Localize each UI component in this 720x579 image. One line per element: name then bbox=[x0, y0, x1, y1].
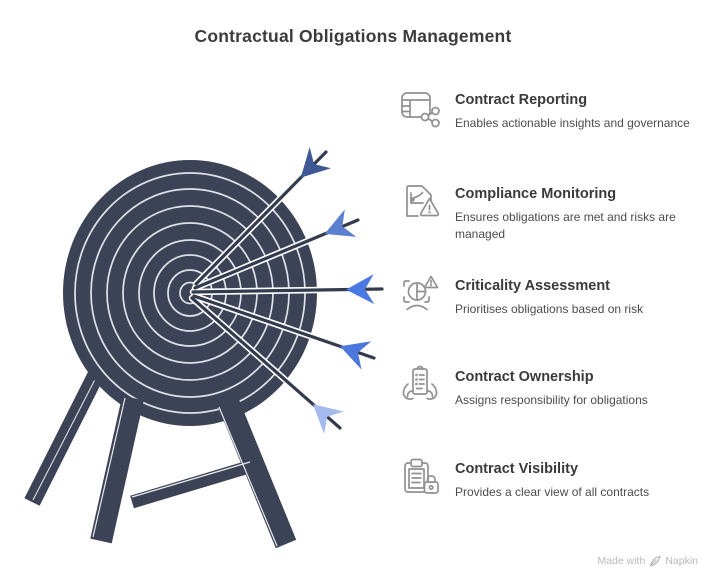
page-title: Contractual Obligations Management bbox=[194, 26, 512, 46]
feature-description: Assigns responsibility for obligations bbox=[455, 393, 648, 407]
feature-heading: Contract Ownership bbox=[455, 369, 594, 385]
feature-item-criticality-assessment: Criticality Assessment Prioritises oblig… bbox=[398, 272, 643, 318]
arrow-fletching-3 bbox=[346, 274, 375, 305]
arrow-fletching-1 bbox=[300, 147, 332, 178]
feature-item-compliance-monitoring: Compliance Monitoring Ensures obligation… bbox=[398, 180, 695, 244]
document-chart-alert-icon bbox=[398, 180, 442, 224]
front-leg-highlights bbox=[92, 397, 278, 547]
easel-front-legs bbox=[90, 395, 297, 549]
report-table-share-icon bbox=[398, 86, 442, 130]
arrow-fletching-2 bbox=[324, 209, 357, 237]
arrow-fletching-4 bbox=[339, 341, 372, 370]
napkin-logo-icon bbox=[650, 555, 661, 567]
feature-text: Contract Ownership Assigns responsibilit… bbox=[455, 363, 648, 409]
rear-leg-highlight bbox=[32, 359, 106, 501]
clipboard-lock-icon bbox=[398, 455, 442, 499]
feature-item-contract-reporting: Contract Reporting Enables actionable in… bbox=[398, 86, 690, 132]
watermark-brand: Napkin bbox=[665, 555, 698, 567]
easel-rear-leg bbox=[24, 351, 114, 506]
feature-heading: Contract Visibility bbox=[455, 461, 579, 477]
feature-item-contract-visibility: Contract Visibility Provides a clear vie… bbox=[398, 455, 649, 501]
arrow-fletching-5 bbox=[312, 404, 344, 434]
feature-description: Ensures obligations are met and risks ar… bbox=[455, 210, 676, 242]
napkin-watermark[interactable]: Made with Napkin bbox=[597, 555, 698, 567]
feature-text: Contract Reporting Enables actionable in… bbox=[455, 86, 690, 132]
feature-description: Provides a clear view of all contracts bbox=[455, 485, 650, 499]
feature-text: Contract Visibility Provides a clear vie… bbox=[455, 455, 649, 501]
feature-description: Prioritises obligations based on risk bbox=[455, 302, 644, 316]
risk-gauge-alert-icon bbox=[398, 272, 442, 316]
hands-holding-contract-icon bbox=[398, 363, 442, 407]
feature-text: Criticality Assessment Prioritises oblig… bbox=[455, 272, 643, 318]
feature-heading: Criticality Assessment bbox=[455, 278, 611, 294]
watermark-prefix: Made with bbox=[597, 555, 646, 567]
feature-text: Compliance Monitoring Ensures obligation… bbox=[455, 180, 695, 244]
feature-description: Enables actionable insights and governan… bbox=[455, 116, 690, 130]
dartboard-illustration bbox=[24, 147, 386, 549]
feature-heading: Contract Reporting bbox=[455, 92, 588, 108]
feature-item-contract-ownership: Contract Ownership Assigns responsibilit… bbox=[398, 363, 648, 409]
feature-heading: Compliance Monitoring bbox=[455, 186, 617, 202]
